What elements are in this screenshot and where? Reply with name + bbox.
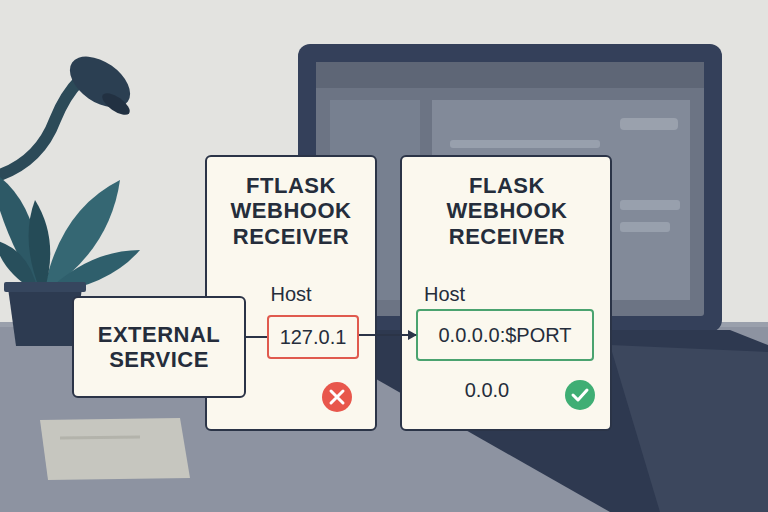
node-title: FTLASK WEBHOOK RECEIVER (217, 173, 365, 249)
error-icon (320, 380, 354, 414)
node-title: FLASK WEBHOOK RECEIVER (422, 173, 592, 249)
host-box-bad: 127.0.1 (267, 315, 359, 359)
connector (359, 334, 416, 336)
connector (246, 336, 267, 338)
receiver-card: FLASK WEBHOOK RECEIVER Host 0.0.0 0.0.0.0:$… (400, 155, 612, 431)
success-icon (563, 378, 597, 412)
node-text: Host (424, 283, 484, 306)
node-title: EXTERNAL SERVICE (84, 322, 234, 373)
desk-lamp (0, 46, 139, 175)
host-box-good: 0.0.0.0:$PORT (416, 309, 594, 361)
node-text: 127.0.1 (280, 326, 347, 349)
node-text: 0.0.0.0:$PORT (438, 324, 571, 347)
external-service-box: EXTERNAL SERVICE (72, 296, 246, 398)
node-text: 0.0.0 (442, 379, 532, 402)
note-line (60, 437, 140, 438)
note-paper (40, 418, 190, 480)
